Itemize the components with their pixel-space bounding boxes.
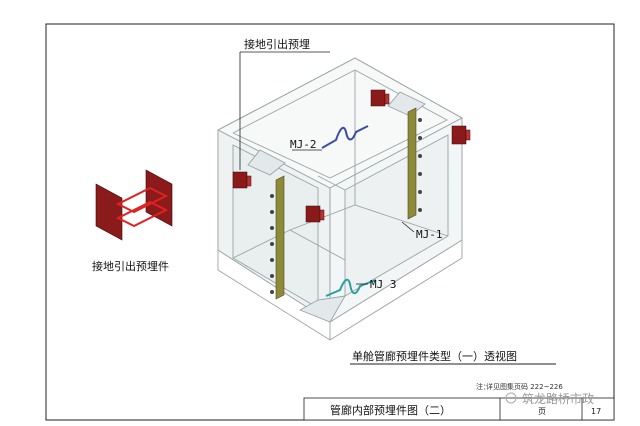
view-title: 单舱管廊预埋件类型（一）透视图 [352,349,517,363]
note-label: 注： [476,382,490,391]
mj2-piece [321,125,369,149]
page-label: 页 [538,407,546,416]
watermark-text: 筑龙路桥市政 [522,391,594,406]
ground-side-label: 接地引出预埋件 [92,259,169,273]
mj3-label: MJ 3 [370,278,397,291]
left-embedded-rail [270,175,285,300]
page-number: 17 [591,407,601,416]
ground-embed-detail [95,169,173,241]
leader-lines [239,51,415,285]
mj2-label: MJ-2 [290,138,317,151]
gallery-box [217,57,463,341]
mj3-piece [325,278,377,297]
ground-top-label: 接地引出预埋 [244,37,310,51]
title-block [303,397,615,421]
right-embedded-rail [407,107,422,220]
watermark: 筑龙路桥市政 [505,391,594,406]
note-ref: 详见图集页码 222~226 [486,382,563,391]
watermark-icon [505,392,517,404]
mj1-label: MJ-1 [416,228,443,241]
grounding-plates [232,89,471,223]
drawing-name: 管廊内部预埋件图（二） [330,403,451,417]
